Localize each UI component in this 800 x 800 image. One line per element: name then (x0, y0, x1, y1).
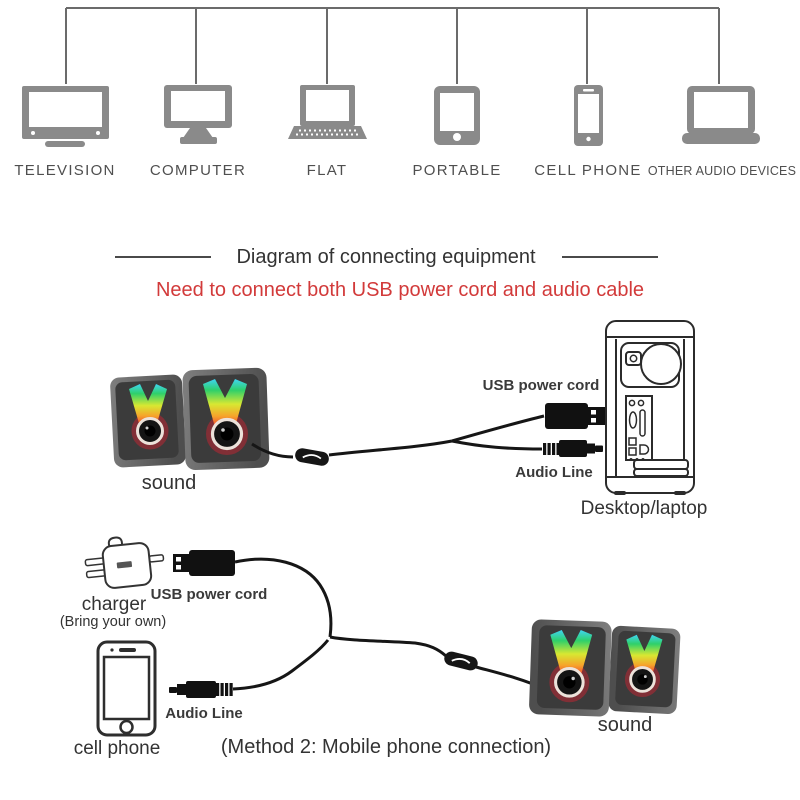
device-label-computer: COMPUTER (149, 162, 247, 179)
volume-control-method1 (295, 448, 329, 466)
volume-control-method2 (444, 651, 478, 671)
diagram-title: Diagram of connecting equipment (236, 246, 536, 268)
speaker-pair-method2 (529, 619, 681, 717)
television-icon (22, 86, 109, 147)
usb-plug-method2 (173, 550, 235, 576)
heading-dash-left (115, 256, 211, 258)
speaker-cable-method2 (232, 557, 546, 691)
method1-sound-label: sound (141, 472, 197, 494)
method1-device-label: Desktop/laptop (580, 498, 708, 519)
speaker-cable-method1 (251, 414, 545, 459)
audio-jack-method1 (543, 440, 603, 457)
method1-usb-label: USB power cord (482, 377, 600, 394)
cell-phone-icon (96, 640, 157, 737)
method2-charger-label: charger (81, 594, 147, 615)
smartphone-icon (574, 85, 603, 146)
heading-dash-right (562, 256, 658, 258)
laptop-keyboard-icon (288, 85, 367, 139)
connection-bus-lines (65, 7, 720, 84)
device-label-other-audio: OTHER AUDIO DEVICES (647, 164, 797, 178)
method1-audio-label: Audio Line (515, 464, 593, 481)
device-label-television: TELEVISION (14, 162, 116, 179)
device-label-portable: PORTABLE (412, 162, 502, 179)
speaker-pair (110, 367, 270, 471)
method2-caption: (Method 2: Mobile phone connection) (220, 736, 552, 758)
device-label-flat: FLAT (306, 162, 348, 179)
charger-icon (84, 536, 165, 589)
laptop-icon (682, 86, 760, 144)
method2-usb-label: USB power cord (150, 586, 268, 603)
method2-phone-label: cell phone (73, 738, 161, 759)
usb-plug-method1 (545, 403, 605, 429)
method2-charger-note: (Bring your own) (59, 614, 167, 630)
tablet-icon (434, 86, 480, 145)
diagram-subtitle: Need to connect both USB power cord and … (155, 279, 645, 301)
desktop-tower-icon (605, 320, 695, 495)
desktop-monitor-icon (164, 85, 232, 144)
method2-audio-label: Audio Line (165, 705, 243, 722)
device-label-cell-phone: CELL PHONE (534, 162, 642, 179)
audio-jack-method2 (169, 681, 233, 698)
method2-sound-label: sound (597, 714, 653, 736)
